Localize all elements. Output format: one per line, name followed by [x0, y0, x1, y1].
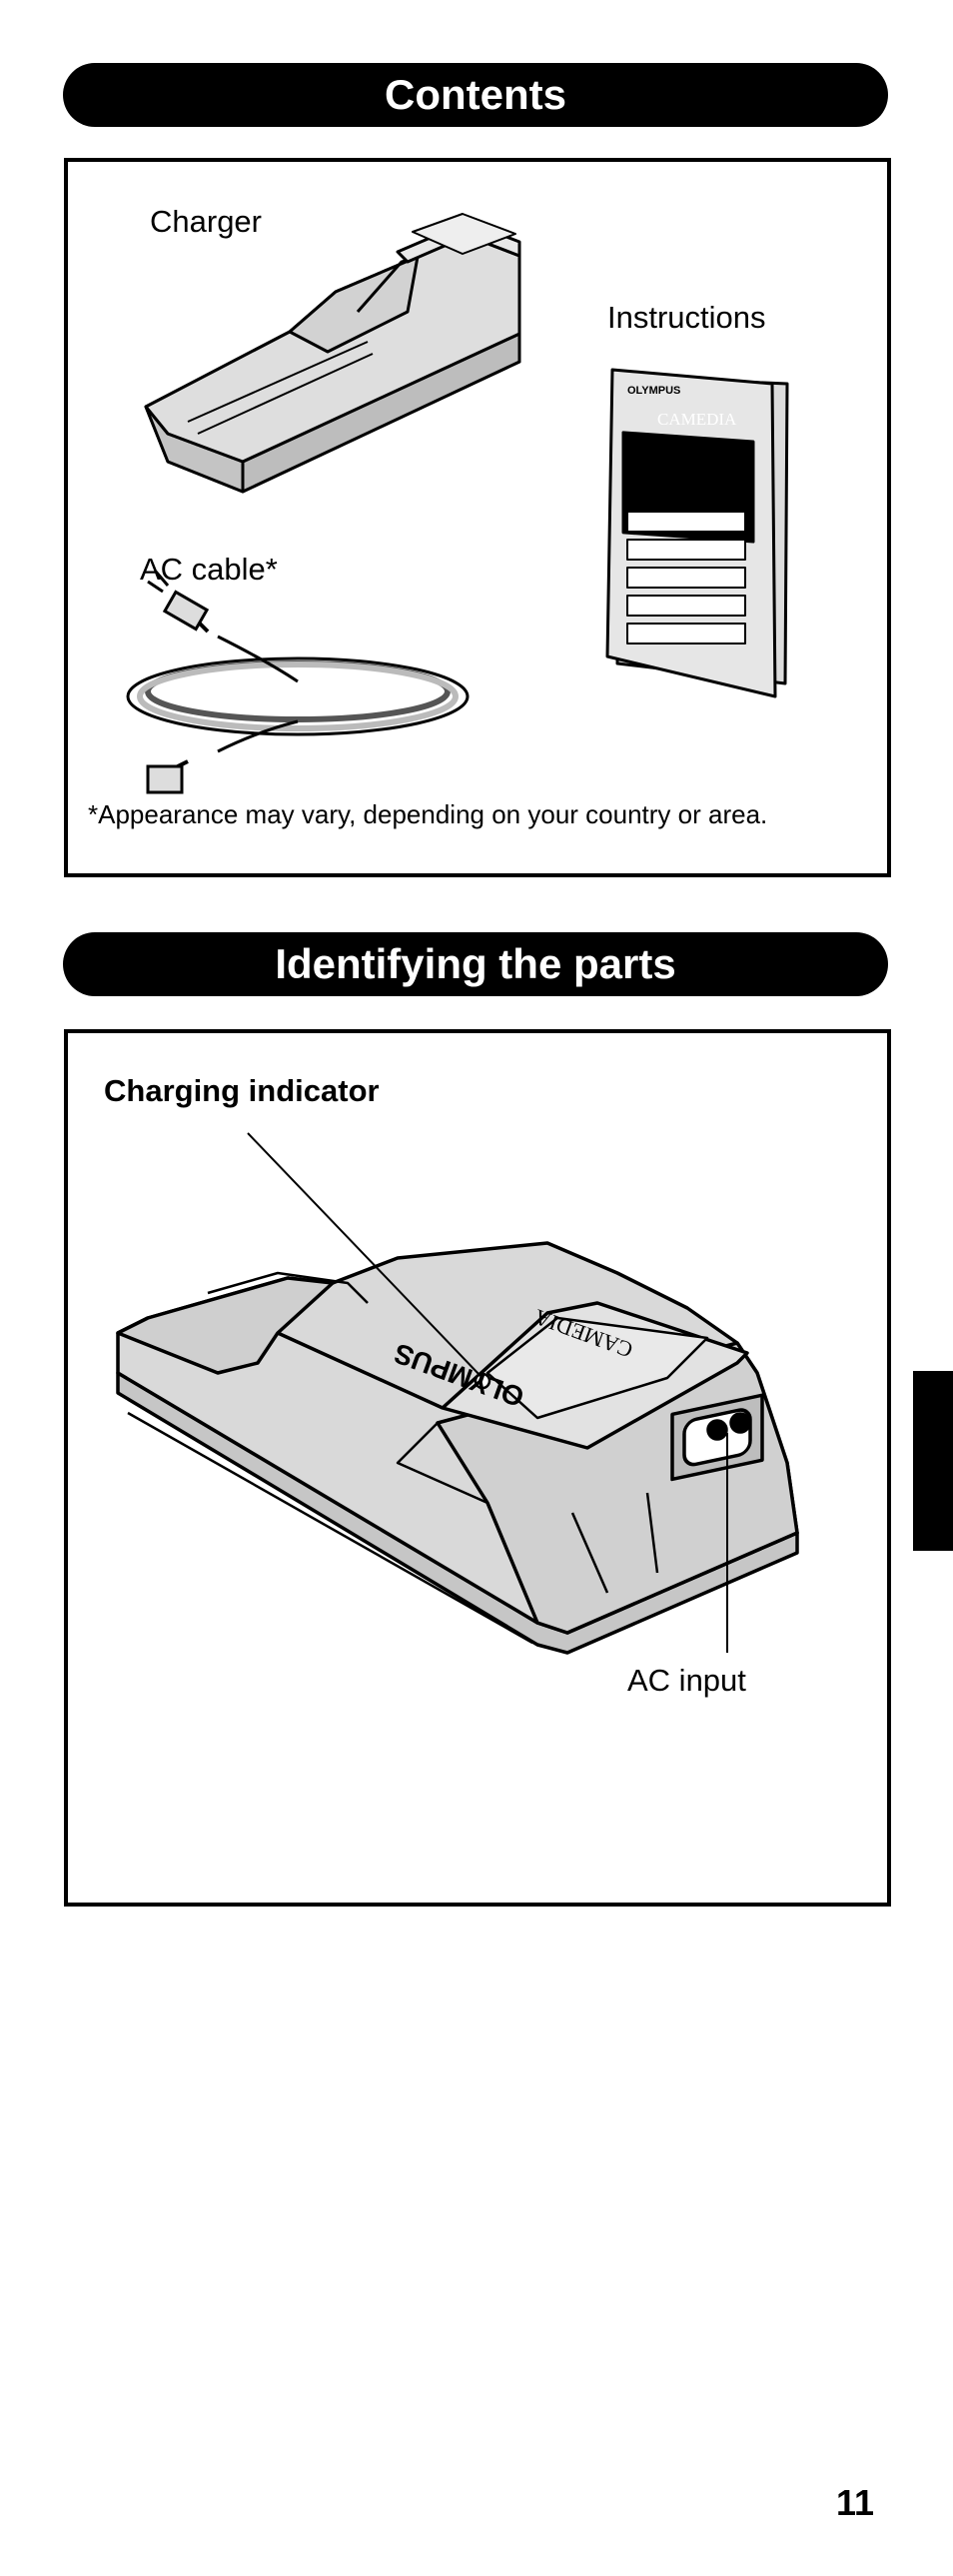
contents-title: Contents — [385, 71, 566, 118]
parts-title: Identifying the parts — [275, 940, 676, 987]
parts-box: Charging indicator AC input OLYMPUS CAME… — [64, 1029, 891, 1907]
page-number: 11 — [836, 2482, 875, 2523]
contents-heading: Contents — [63, 63, 888, 127]
instructions-product: CAMEDIA — [657, 410, 737, 429]
contents-illustration — [126, 213, 789, 794]
charger-large-illustration — [116, 1241, 799, 1655]
charger-illustration — [144, 213, 521, 494]
ac-cable-label: AC cable* — [140, 552, 278, 587]
parts-illustration — [116, 1132, 799, 1655]
contents-box: Charger Instructions AC cable* OLYMPUS C… — [64, 158, 891, 877]
ac-input-label: AC input — [627, 1663, 746, 1698]
instructions-label: Instructions — [607, 300, 766, 335]
charging-indicator-label: Charging indicator — [104, 1073, 380, 1108]
instructions-booklet-illustration — [605, 368, 789, 698]
charger-label: Charger — [150, 204, 262, 239]
charging-indicator-leader — [247, 1132, 481, 1377]
parts-heading: Identifying the parts — [63, 932, 888, 996]
section-tab-marker — [913, 1371, 953, 1551]
contents-footnote: *Appearance may vary, depending on your … — [88, 799, 768, 829]
ac-cable-illustration — [126, 571, 470, 794]
instructions-brand: OLYMPUS — [627, 385, 681, 397]
